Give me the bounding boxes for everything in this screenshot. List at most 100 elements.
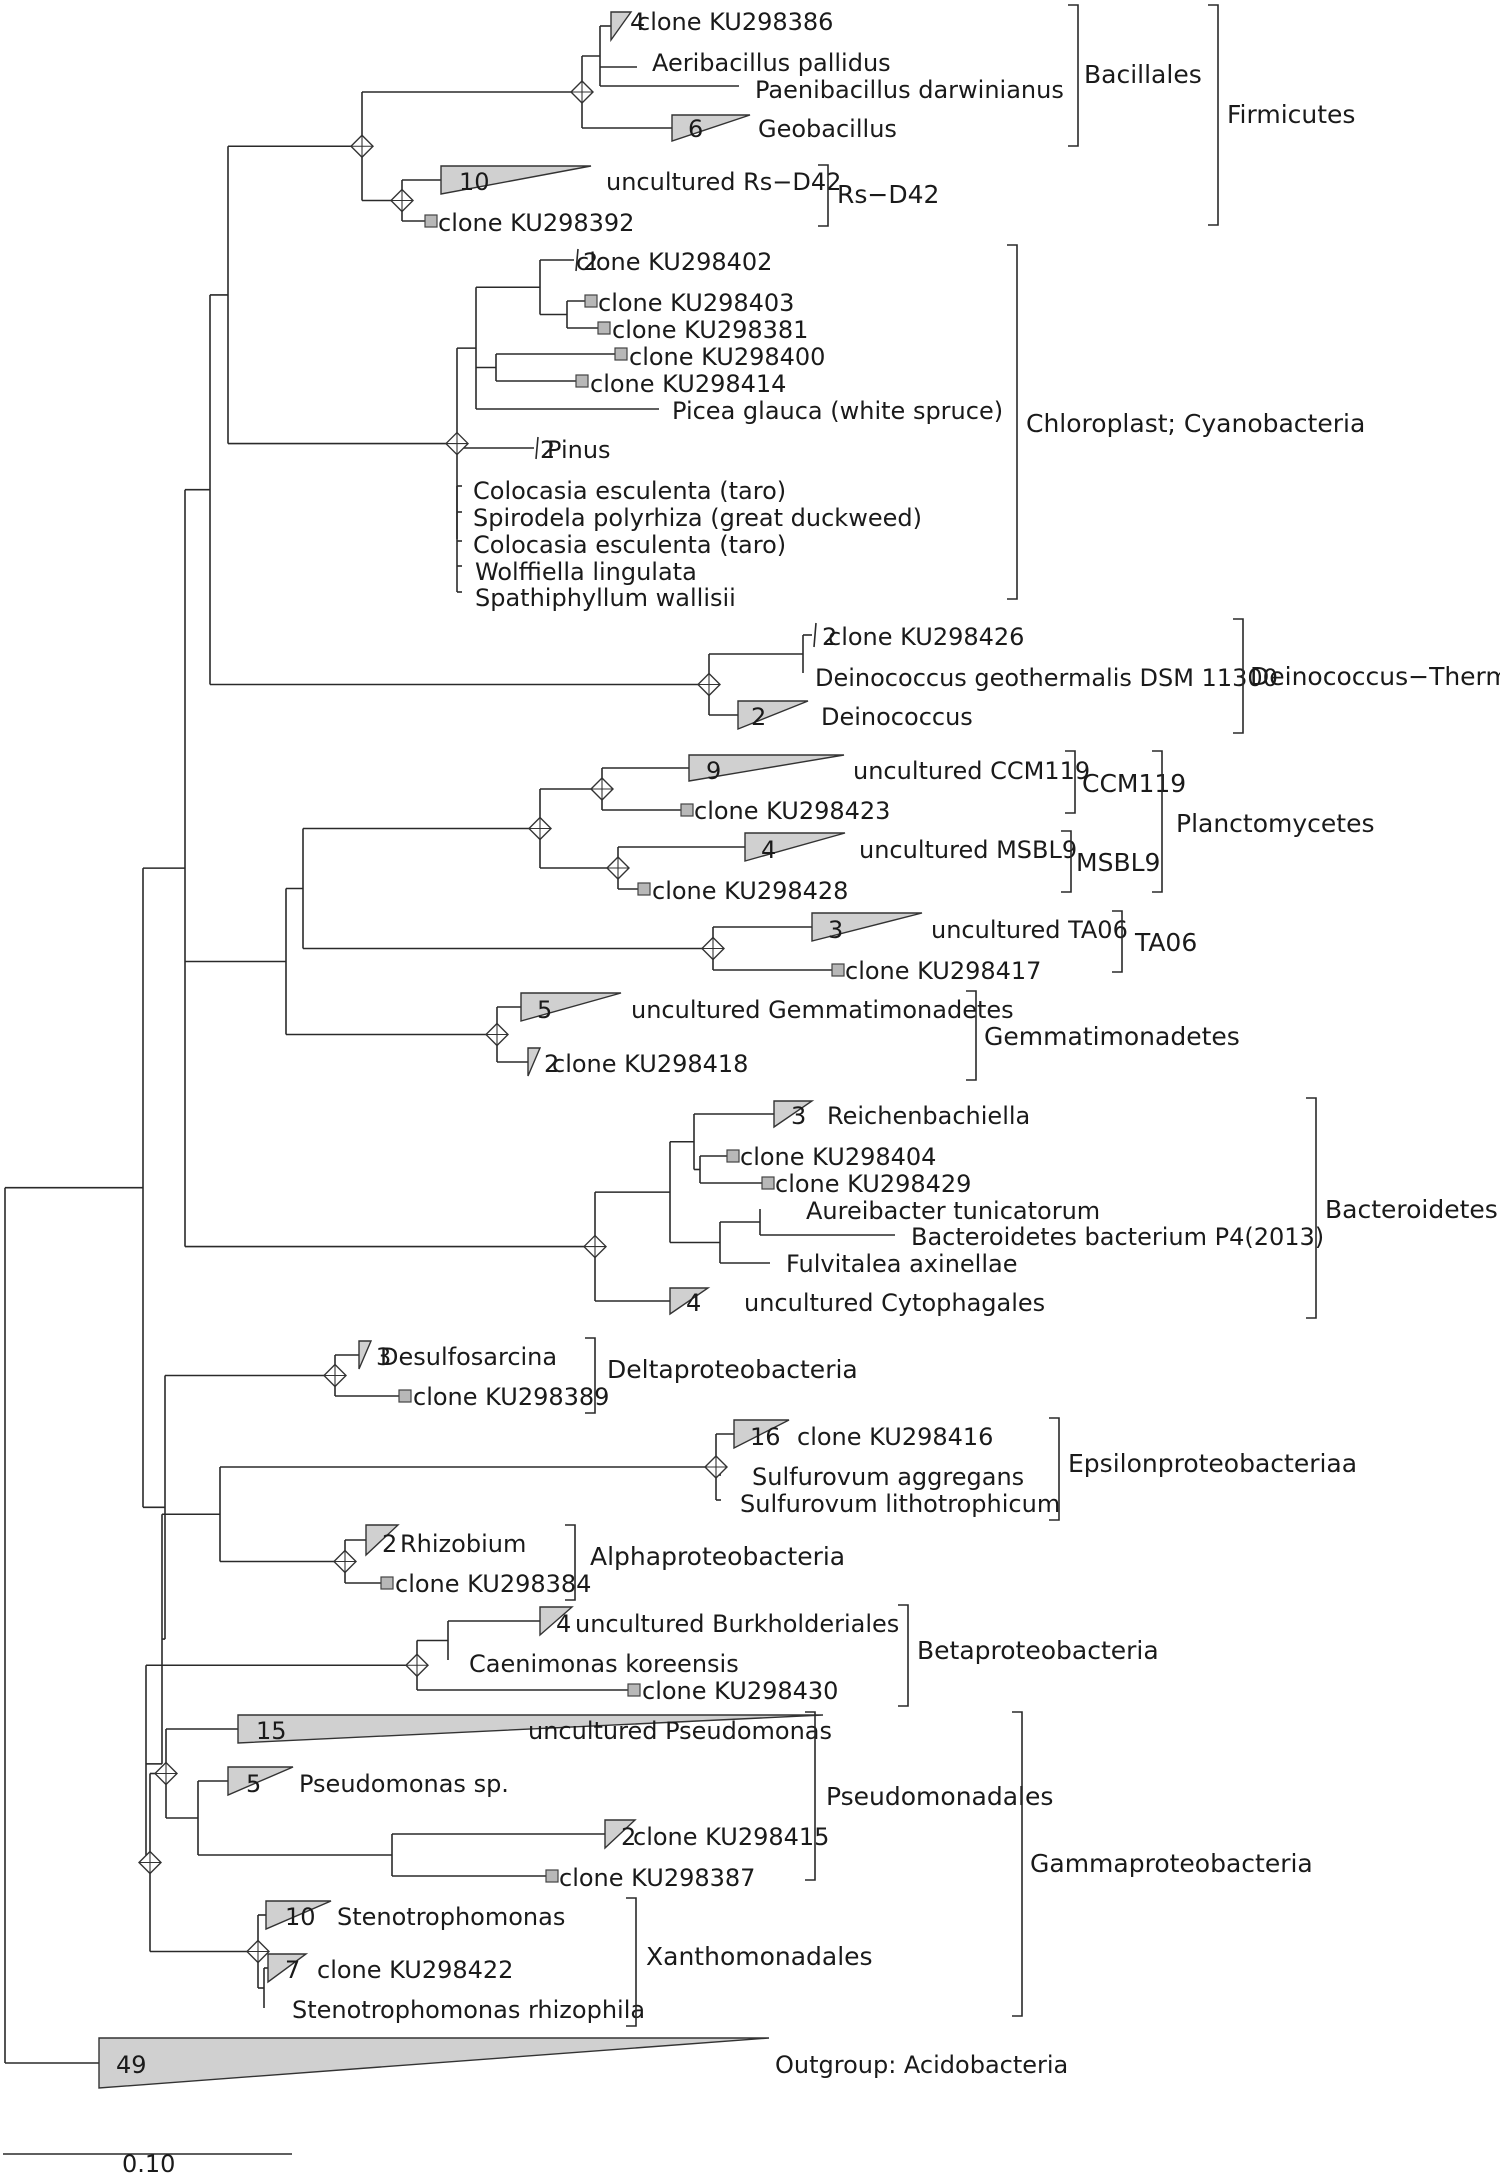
collapsed-clade-line bbox=[535, 436, 539, 460]
clade-count: 2 bbox=[544, 1050, 559, 1078]
bracket-rsd42 bbox=[818, 164, 829, 227]
tip-label: Outgroup: Acidobacteria bbox=[775, 2051, 1068, 2079]
collapsed-clade-triangle bbox=[669, 1287, 711, 1316]
clade-count: 4 bbox=[556, 1610, 571, 1638]
group-label-xanthomonadales: Xanthomonadales bbox=[646, 1942, 873, 1971]
clade-counts: 4 6 10 2 2 2 2 9 4 3 5 2 3 4 3 16 2 4 15… bbox=[116, 8, 843, 2079]
tip-marks bbox=[98, 11, 923, 2089]
clade-count: 3 bbox=[791, 1102, 806, 1130]
tip-label: Pinus bbox=[547, 436, 611, 464]
tip-label: clone KU298381 bbox=[612, 316, 808, 344]
support-diamonds bbox=[138, 80, 728, 1964]
tip-square-marker bbox=[398, 1389, 412, 1403]
tip-label: Bacteroidetes bacterium P4(2013) bbox=[911, 1223, 1324, 1251]
tip-label: clone KU298418 bbox=[552, 1050, 748, 1078]
collapsed-clade-line bbox=[813, 622, 817, 648]
collapsed-clade-triangle bbox=[671, 114, 751, 142]
tip-label: Geobacillus bbox=[758, 115, 897, 143]
collapsed-clade-triangle bbox=[358, 1340, 373, 1370]
tip-square-marker bbox=[831, 963, 845, 977]
group-label-bacteroidetes: Bacteroidetes bbox=[1325, 1195, 1498, 1224]
bracket-alphaproteobacteria bbox=[565, 1524, 576, 1601]
tip-label: Wolffiella lingulata bbox=[475, 558, 697, 586]
tip-label: clone KU298414 bbox=[590, 370, 786, 398]
tip-label: uncultured Pseudomonas bbox=[528, 1717, 832, 1745]
tip-label: uncultured MSBL9 bbox=[859, 836, 1077, 864]
group-label-msbl9: MSBL9 bbox=[1076, 848, 1160, 877]
tip-label: clone KU298423 bbox=[694, 797, 890, 825]
tip-label: Pseudomonas sp. bbox=[299, 1770, 509, 1798]
collapsed-clade-triangle bbox=[267, 1953, 309, 1984]
bracket-deltaproteobacteria bbox=[585, 1337, 596, 1414]
clade-count: 5 bbox=[537, 996, 552, 1024]
bracket-planctomycetes bbox=[1152, 750, 1163, 893]
clade-count: 5 bbox=[246, 1770, 261, 1798]
clade-count: 3 bbox=[828, 916, 843, 944]
collapsed-clade-triangle bbox=[520, 992, 622, 1022]
tip-label: clone KU298426 bbox=[828, 623, 1024, 651]
tip-label: Picea glauca (white spruce) bbox=[672, 397, 1003, 425]
clade-count: 2 bbox=[583, 248, 598, 276]
group-label-ccm119: CCM119 bbox=[1082, 769, 1186, 798]
collapsed-clade-triangle bbox=[737, 700, 809, 731]
clade-count: 10 bbox=[459, 168, 490, 196]
tip-label: clone KU298429 bbox=[775, 1170, 971, 1198]
tip-square-marker bbox=[761, 1176, 775, 1190]
clade-count: 2 bbox=[751, 703, 766, 731]
tip-label: Sulfurovum aggregans bbox=[752, 1463, 1024, 1491]
group-label-bacillales: Bacillales bbox=[1084, 60, 1202, 89]
tip-square-marker bbox=[680, 803, 694, 817]
tip-label: uncultured Cytophagales bbox=[744, 1289, 1045, 1317]
tip-square-marker bbox=[424, 214, 438, 228]
tip-label: clone KU298428 bbox=[652, 877, 848, 905]
clade-count: 2 bbox=[540, 436, 555, 464]
tip-label: Sulfurovum lithotrophicum bbox=[740, 1490, 1060, 1518]
tip-label: uncultured TA06 bbox=[931, 916, 1128, 944]
collapsed-clade-triangle bbox=[688, 754, 845, 782]
tip-square-marker bbox=[597, 321, 611, 335]
clade-count: 49 bbox=[116, 2051, 147, 2079]
collapsed-clade-line bbox=[575, 248, 579, 272]
tip-label: Stenotrophomonas bbox=[337, 1903, 565, 1931]
collapsed-clade-triangle bbox=[604, 1819, 637, 1850]
collapsed-clade-triangle bbox=[237, 1714, 824, 1744]
bracket-firmicutes bbox=[1208, 4, 1219, 226]
tip-label: Paenibacillus darwinianus bbox=[755, 76, 1064, 104]
tip-label: Aeribacillus pallidus bbox=[652, 49, 891, 77]
group-label-betaproteobacteria: Betaproteobacteria bbox=[917, 1636, 1159, 1665]
tip-square-marker bbox=[614, 347, 628, 361]
tip-label: Fulvitalea axinellae bbox=[786, 1250, 1018, 1278]
collapsed-clade-triangle bbox=[733, 1419, 790, 1450]
tip-label: clone KU298404 bbox=[740, 1143, 936, 1171]
collapsed-clade-triangle bbox=[365, 1524, 400, 1557]
collapsed-clade-triangle bbox=[744, 832, 846, 862]
collapsed-clade-triangle bbox=[440, 165, 592, 195]
tip-label: Rhizobium bbox=[400, 1530, 526, 1558]
group-label-chloroplast: Chloroplast; Cyanobacteria bbox=[1026, 409, 1365, 438]
tip-labels: clone KU298386 Aeribacillus pallidus Pae… bbox=[292, 8, 1324, 2079]
bracket-gammaproteobacteria bbox=[1012, 1711, 1023, 2017]
tip-square-marker bbox=[627, 1683, 641, 1697]
tip-label: Reichenbachiella bbox=[827, 1102, 1030, 1130]
tip-label: Stenotrophomonas rhizophila bbox=[292, 1996, 645, 2024]
clade-count: 3 bbox=[376, 1343, 391, 1371]
tip-label: Spirodela polyrhiza (great duckweed) bbox=[473, 504, 922, 532]
clade-count: 6 bbox=[688, 115, 703, 143]
group-label-epsilonproteobacteria: Epsilonproteobacteriaa bbox=[1068, 1449, 1357, 1478]
tip-label: clone KU298400 bbox=[629, 343, 825, 371]
collapsed-clade-triangle bbox=[265, 1900, 332, 1931]
tip-label: clone KU298430 bbox=[642, 1677, 838, 1705]
tip-label: Caenimonas koreensis bbox=[469, 1650, 739, 1678]
bracket-ccm119 bbox=[1065, 750, 1076, 814]
group-label-planctomycetes: Planctomycetes bbox=[1176, 809, 1375, 838]
tip-label: Deinococcus geothermalis DSM 11300 bbox=[815, 664, 1278, 692]
tip-label: clone KU298415 bbox=[633, 1823, 829, 1851]
tip-label: Spathiphyllum wallisii bbox=[475, 584, 736, 612]
tip-square-marker bbox=[726, 1149, 740, 1163]
bracket-chloroplast bbox=[1007, 244, 1018, 600]
tip-label: clone KU298402 bbox=[576, 248, 772, 276]
group-label-deltaproteobacteria: Deltaproteobacteria bbox=[607, 1355, 858, 1384]
tip-label: uncultured Gemmatimonadetes bbox=[631, 996, 1014, 1024]
tip-label: clone KU298417 bbox=[845, 957, 1041, 985]
clade-count: 2 bbox=[382, 1530, 397, 1558]
